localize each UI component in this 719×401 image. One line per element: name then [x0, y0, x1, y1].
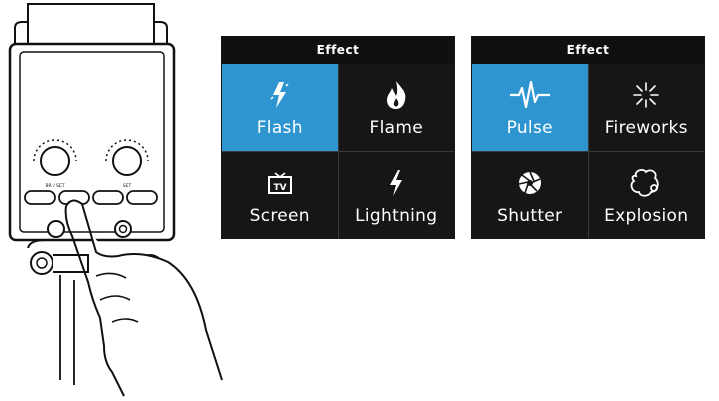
effect-label: Lightning: [355, 205, 438, 226]
effect-panel-right: Effect Pulse Fireworks: [471, 36, 705, 239]
device-buttons: [24, 190, 158, 205]
lightning-icon: [387, 166, 405, 200]
fireworks-icon: [631, 78, 661, 112]
flame-icon: [383, 78, 409, 112]
flash-icon: [270, 78, 290, 112]
effect-tile-flame[interactable]: Flame: [338, 64, 454, 151]
knob-left-label: BR / SET: [45, 183, 64, 189]
light-device-illustration: BR / SET SET: [8, 3, 223, 397]
svg-text:TV: TV: [273, 183, 286, 193]
effect-tile-lightning[interactable]: Lightning: [338, 152, 454, 239]
effect-label: Screen: [249, 205, 310, 226]
effect-tile-pulse[interactable]: Pulse: [472, 64, 588, 151]
right-knob: [105, 139, 149, 176]
knob-right-label: SET: [123, 183, 132, 189]
effect-tile-flash[interactable]: Flash: [222, 64, 338, 151]
effect-tile-screen[interactable]: TV Screen: [222, 152, 338, 239]
effect-label: Flame: [369, 117, 423, 138]
effect-grid: Pulse Fireworks: [472, 64, 704, 239]
effect-grid: Flash Flame TV Screen Lightning: [222, 64, 454, 239]
effect-label: Pulse: [506, 117, 553, 138]
effect-label: Flash: [256, 117, 303, 138]
effect-tile-explosion[interactable]: Explosion: [588, 152, 704, 239]
effect-label: Fireworks: [604, 117, 688, 138]
effect-panel-left: Effect Flash Flame TV Screen Lightning: [221, 36, 455, 239]
panel-header: Effect: [222, 37, 454, 64]
effect-label: Shutter: [497, 205, 563, 226]
left-knob: [33, 139, 77, 176]
effect-tile-shutter[interactable]: Shutter: [472, 152, 588, 239]
effect-tile-fireworks[interactable]: Fireworks: [588, 64, 704, 151]
panel-header: Effect: [472, 37, 704, 64]
effect-label: Explosion: [604, 205, 689, 226]
pulse-icon: [509, 78, 551, 112]
shutter-icon: [517, 166, 543, 200]
explosion-icon: [628, 166, 664, 200]
tv-icon: TV: [267, 166, 293, 200]
